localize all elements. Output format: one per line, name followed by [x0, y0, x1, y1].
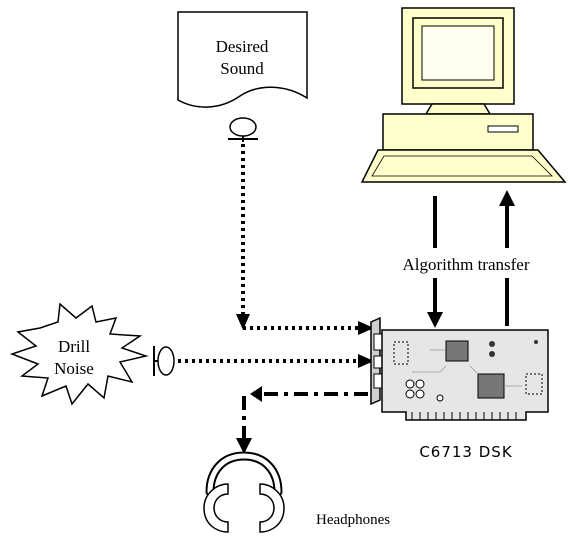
desired-sound-source: Desired Sound	[177, 11, 308, 108]
upload-arrowhead	[499, 190, 515, 206]
starburst-shape	[9, 302, 149, 406]
drill-noise-microphone-icon	[153, 346, 175, 376]
computer-icon	[360, 7, 567, 183]
board-label: C6713 DSK	[419, 443, 512, 461]
desired-sound-microphone-icon	[228, 117, 258, 142]
drill-noise-source: Drill Noise	[9, 302, 149, 406]
desired-sound-label-line2: Sound	[220, 59, 264, 78]
download-arrowhead	[427, 312, 443, 328]
output-signal-path	[236, 386, 368, 454]
drill-noise-label-line2: Noise	[54, 359, 94, 378]
drill-noise-label-line1: Drill	[58, 337, 90, 356]
desired-sound-signal-path	[236, 144, 374, 335]
algorithm-transfer-arrows	[427, 190, 515, 328]
document-shape	[177, 11, 308, 108]
drill-noise-signal-path	[178, 354, 374, 368]
headphones-label: Headphones	[316, 512, 390, 528]
headphones-icon	[203, 451, 285, 533]
desired-sound-label-line1: Desired	[216, 37, 269, 56]
algorithm-transfer-label: Algorithm transfer	[403, 255, 530, 274]
dsk-board-icon	[370, 316, 549, 421]
